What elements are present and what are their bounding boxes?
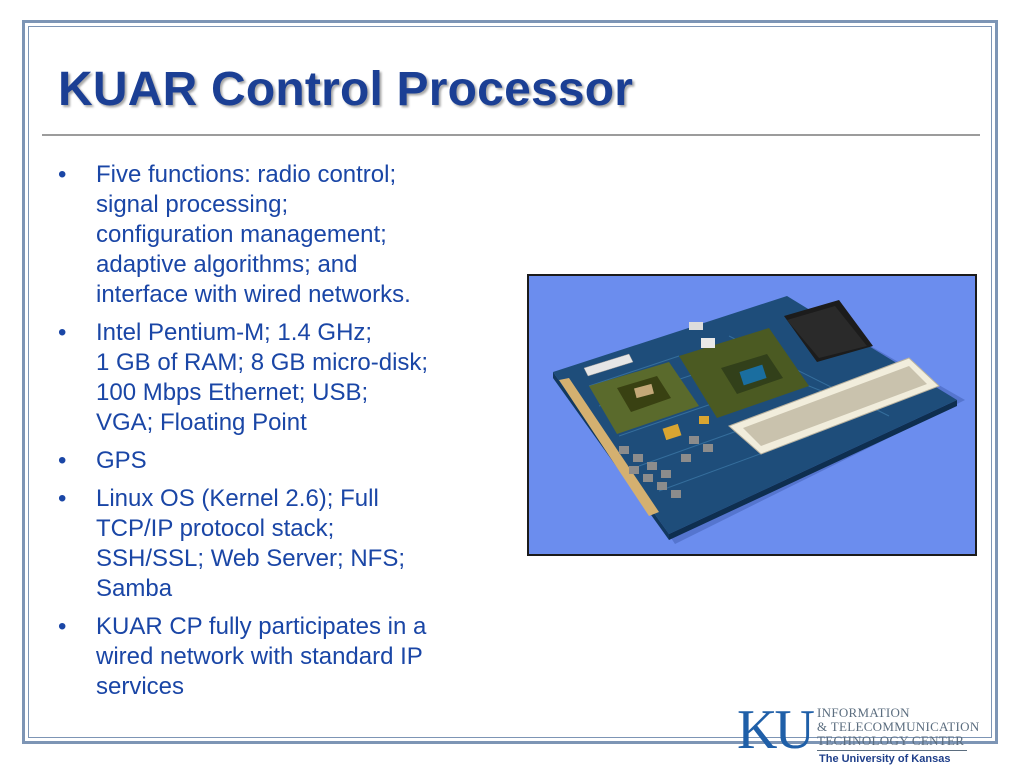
bullet-line: wired network with standard IP <box>96 643 423 670</box>
bullet-line: configuration management; <box>96 221 387 248</box>
slide-title: KUAR Control Processor <box>58 63 634 116</box>
bullet-line: Five functions: radio control; <box>96 161 397 188</box>
bullet-dot: • <box>58 613 67 640</box>
ku-letters: KU <box>737 699 815 761</box>
itc-line: TECHNOLOGY CENTER <box>817 733 965 748</box>
slide-frame-outer <box>22 20 998 744</box>
title-divider <box>42 134 980 136</box>
bullet-line: services <box>96 673 185 700</box>
bullet-line: GPS <box>96 447 147 474</box>
bullet-item: • GPS <box>58 446 503 476</box>
bullet-line: SSH/SSL; Web Server; NFS; <box>96 545 405 572</box>
circuit-board-photo <box>527 274 977 556</box>
university-bar: The University of Kansas <box>813 750 973 768</box>
bullet-item: • Linux OS (Kernel 2.6); Full TCP/IP pro… <box>58 484 503 604</box>
bullet-item: • KUAR CP fully participates in a wired … <box>58 612 503 702</box>
bullet-line: VGA; Floating Point <box>96 409 307 436</box>
itc-name: INFORMATION & TELECOMMUNICATION TECHNOLO… <box>817 706 980 748</box>
itc-line: INFORMATION <box>817 705 910 720</box>
bullet-line: TCP/IP protocol stack; <box>96 515 335 542</box>
bullet-dot: • <box>58 447 67 474</box>
bullet-dot: • <box>58 485 67 512</box>
university-name: The University of Kansas <box>819 753 951 765</box>
circuit-board-icon <box>553 296 965 544</box>
bullet-dot: • <box>58 161 67 188</box>
logo-divider <box>817 750 967 751</box>
slide-frame-inner <box>28 26 992 738</box>
bullet-line: 1 GB of RAM; 8 GB micro-disk; <box>96 349 429 376</box>
bullet-dot: • <box>58 319 67 346</box>
itc-line: & TELECOMMUNICATION <box>817 719 980 734</box>
bullet-line: Samba <box>96 575 173 602</box>
bullet-item: • Intel Pentium-M; 1.4 GHz; 1 GB of RAM;… <box>58 318 503 438</box>
bullet-line: adaptive algorithms; and <box>96 251 358 278</box>
bullet-line: KUAR CP fully participates in a <box>96 613 427 640</box>
ku-logo: KU INFORMATION & TELECOMMUNICATION TECHN… <box>725 700 995 768</box>
bullet-line: signal processing; <box>96 191 289 218</box>
bullet-item: • Five functions: radio control; signal … <box>58 160 503 310</box>
bullet-line: interface with wired networks. <box>96 281 411 308</box>
bullet-line: Linux OS (Kernel 2.6); Full <box>96 485 379 512</box>
bullet-line: Intel Pentium-M; 1.4 GHz; <box>96 319 373 346</box>
bullet-list: • Five functions: radio control; signal … <box>58 160 503 710</box>
bullet-line: 100 Mbps Ethernet; USB; <box>96 379 369 406</box>
